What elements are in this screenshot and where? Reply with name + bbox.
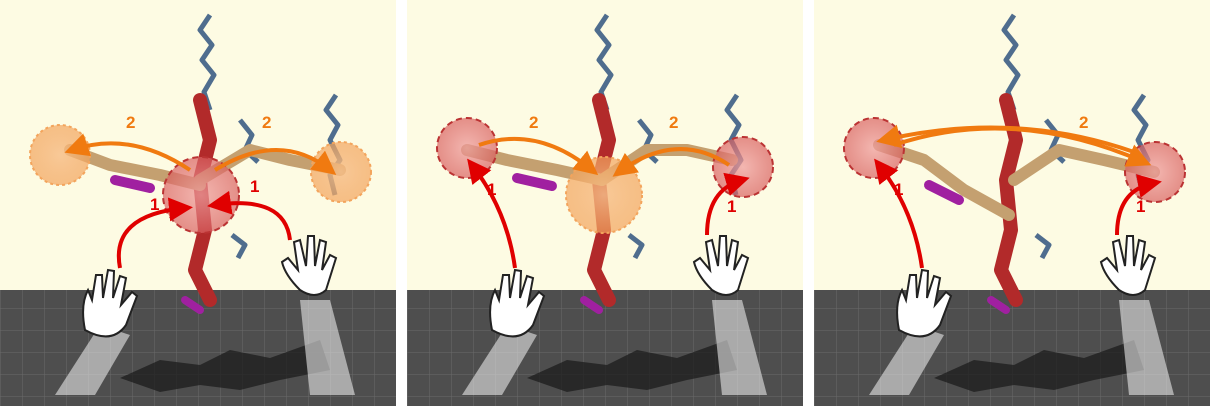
grab-left <box>437 118 497 178</box>
label-step2: 2 <box>1079 113 1088 132</box>
label-step1-right: 1 <box>727 197 736 216</box>
scene-panel-2: 2 2 1 1 <box>407 0 803 406</box>
scene-panel-3: 2 1 1 <box>814 0 1210 406</box>
label-step1-left: 1 <box>894 180 903 199</box>
label-step1-right: 1 <box>1136 197 1145 216</box>
label-step2-right: 2 <box>262 113 271 132</box>
target-left <box>30 125 90 185</box>
label-step2-left: 2 <box>529 113 538 132</box>
grab-right <box>713 137 773 197</box>
label-step1-left: 1 <box>487 180 496 199</box>
target-right <box>311 142 371 202</box>
label-step2-right: 2 <box>669 113 678 132</box>
label-step1-left: 1 <box>150 195 159 214</box>
grab-left <box>844 118 904 178</box>
grab-center <box>163 157 239 233</box>
scene-panel-1: 2 2 1 1 <box>0 0 396 406</box>
label-step1-right: 1 <box>250 177 259 196</box>
label-step2-left: 2 <box>126 113 135 132</box>
target-center <box>566 157 642 233</box>
